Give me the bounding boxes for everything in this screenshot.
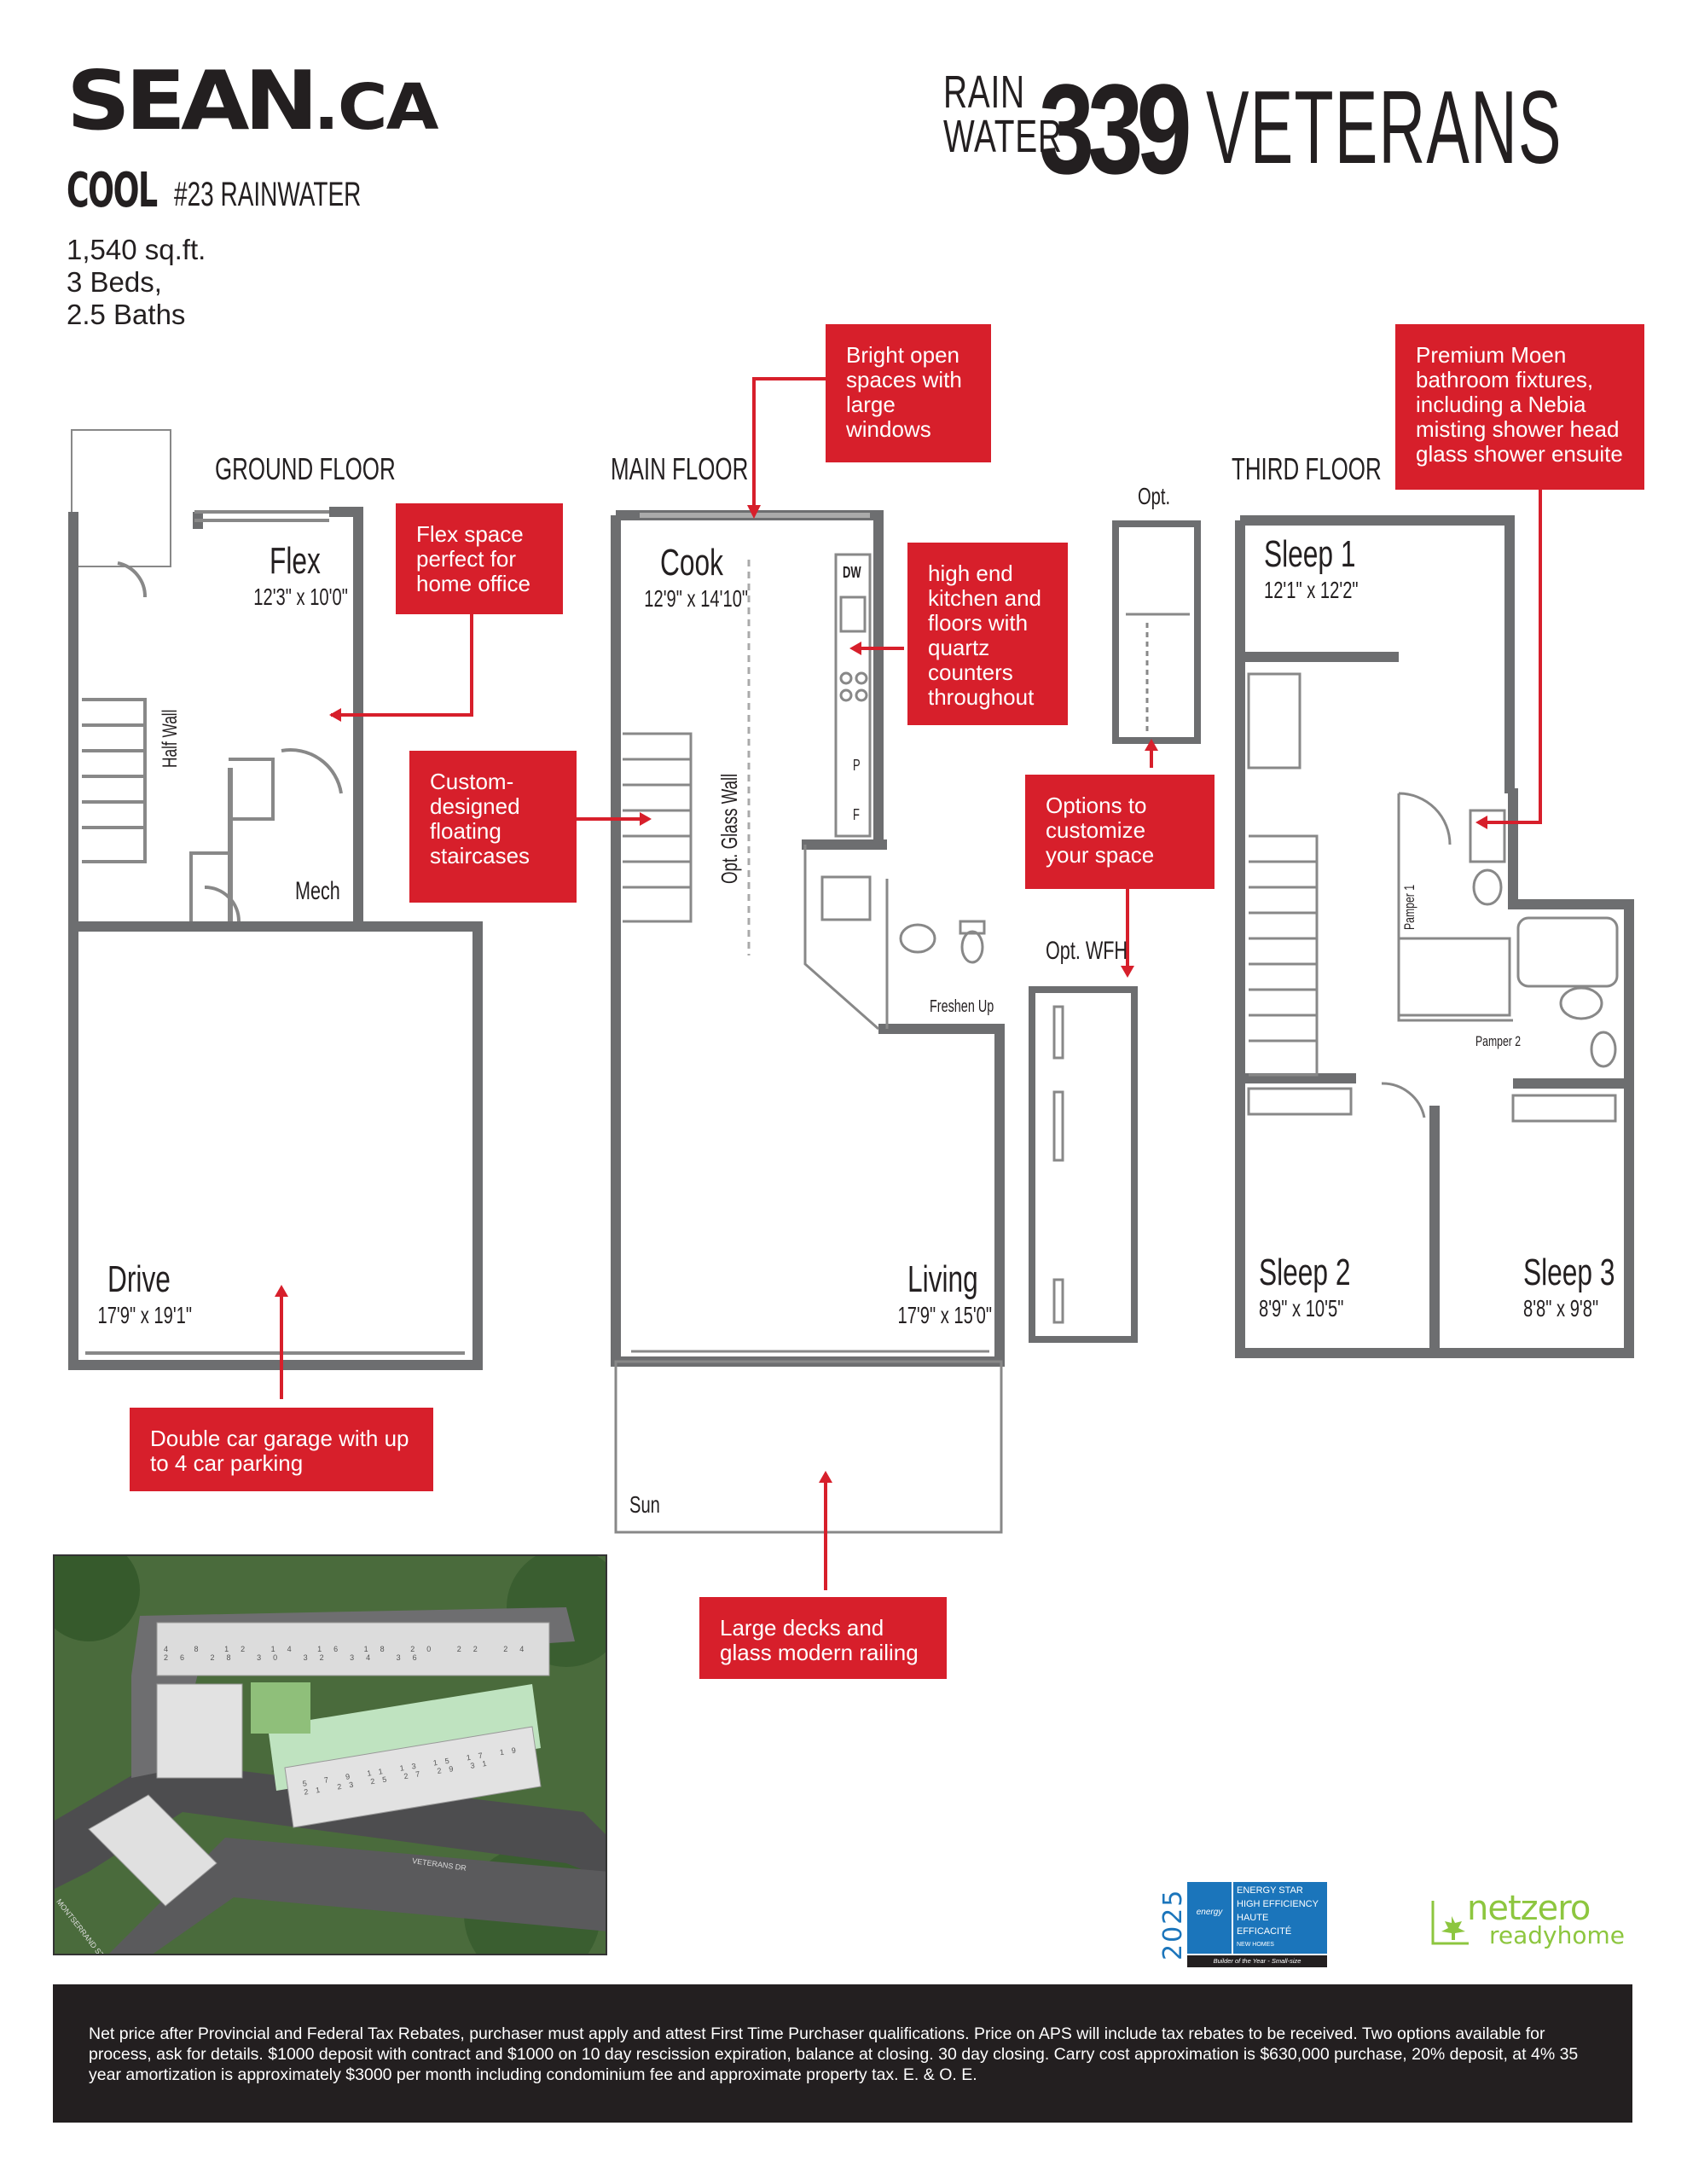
room-living: Living 17'9" x 15'0"	[897, 1258, 992, 1327]
opt-closet-wall	[1112, 520, 1201, 744]
room-sleep1: Sleep 1 12'1" x 12'2"	[1264, 536, 1359, 602]
energy-star-text: ENERGY STAR HIGH EFFICIENCY HAUTE EFFICA…	[1233, 1882, 1327, 1954]
netzero-main: netzero	[1467, 1889, 1591, 1928]
project-street: VETERANS	[1206, 69, 1562, 185]
energy-star-badge: 2025 energy ENERGY STAR HIGH EFFICIENCY …	[1158, 1882, 1349, 1967]
energy-caption: Builder of the Year - Small-size	[1187, 1955, 1327, 1967]
unit-label: 4	[164, 1645, 181, 1653]
maple-leaf-icon	[1431, 1901, 1469, 1945]
spec-beds: 3 Beds,	[67, 266, 162, 298]
unit-label: 12	[224, 1645, 258, 1653]
netzero-sub: readyhome	[1489, 1921, 1626, 1949]
disclaimer-footer: Net price after Provincial and Federal T…	[53, 1984, 1632, 2123]
room-dims: 12'3" x 10'0"	[253, 584, 348, 610]
unit-label: 28	[210, 1653, 243, 1662]
label-glass-wall: Opt. Glass Wall	[716, 773, 742, 884]
room-cook: Cook 12'9" x 14'10"	[644, 542, 748, 611]
project-line2: WATER	[943, 111, 1063, 162]
opt-wfh-wall	[1029, 986, 1138, 1343]
room-dims: 12'9" x 14'10"	[644, 585, 749, 612]
unit-label: 36	[396, 1653, 429, 1662]
unit-label: 22	[456, 1645, 490, 1653]
unit-number: #23 RAINWATER	[174, 176, 362, 213]
unit-label: 26	[164, 1653, 197, 1662]
unit-label: 32	[303, 1653, 336, 1662]
callout-flex-space: Flex space perfect for home office	[396, 503, 563, 614]
energy-line3: HAUTE EFFICACITÉ	[1237, 1913, 1292, 1937]
label-sun: Sun	[629, 1491, 660, 1518]
unit-model: COOL	[67, 163, 158, 218]
unit-specs: 1,540 sq.ft. 3 Beds, 2.5 Baths	[67, 234, 206, 331]
room-drive: Drive 17'9" x 19'1"	[97, 1258, 192, 1327]
project-line1: RAIN	[943, 67, 1025, 118]
energy-logo-text: energy	[1196, 1908, 1223, 1917]
ground-floor-title: GROUND FLOOR	[215, 451, 396, 486]
brand-suffix: .CA	[313, 70, 438, 144]
unit-label: 18	[363, 1645, 397, 1653]
room-name: Cook	[660, 542, 723, 584]
room-dims: 17'9" x 19'1"	[97, 1302, 193, 1328]
room-name: Sleep 2	[1259, 1252, 1351, 1293]
label-dw: DW	[843, 564, 861, 581]
room-sleep3: Sleep 3 8'8" x 9'8"	[1523, 1254, 1615, 1321]
room-dims: 8'8" x 9'8"	[1523, 1295, 1599, 1321]
brand-logo: SEAN.CA	[67, 60, 439, 144]
main-sun-deck	[614, 1360, 1003, 1534]
unit-label: 7	[323, 1774, 337, 1785]
room-sleep2: Sleep 2 8'9" x 10'5"	[1259, 1254, 1350, 1321]
main-floor-title: MAIN FLOOR	[611, 451, 749, 486]
room-dims: 8'9" x 10'5"	[1259, 1295, 1344, 1321]
room-flex: Flex 12'3" x 10'0"	[253, 540, 348, 609]
label-pamper2: Pamper 2	[1475, 1033, 1522, 1049]
site-plan-map: 4 8 12 14 16 18 20 22 24 26 28 30 32 34 …	[53, 1554, 607, 1955]
room-name: Sleep 3	[1523, 1252, 1615, 1293]
third-floor-title: THIRD FLOOR	[1232, 451, 1382, 486]
callout-garage: Double car garage with up to 4 car parki…	[130, 1408, 433, 1491]
netzero-badge: netzero readyhome	[1429, 1887, 1634, 1955]
unit-label: 16	[317, 1645, 351, 1653]
room-dims: 12'1" x 12'2"	[1264, 577, 1359, 603]
brand-main: SEAN	[67, 52, 318, 148]
energy-line4: NEW HOMES	[1237, 1942, 1274, 1948]
energy-year: 2025	[1158, 1888, 1188, 1960]
unit-label: 24	[503, 1645, 536, 1653]
site-units-row1: 4 8 12 14 16 18 20 22 24 26 28 30 32 34 …	[164, 1645, 556, 1662]
site-plan-drawing	[55, 1556, 606, 1954]
unit-label: 20	[410, 1645, 443, 1653]
ground-outer-wall	[68, 507, 483, 1370]
project-number: 339	[1039, 57, 1192, 200]
label-half-wall: Half Wall	[159, 709, 182, 768]
callout-decks: Large decks and glass modern railing	[699, 1597, 947, 1679]
label-freshen-up: Freshen Up	[930, 997, 994, 1016]
room-dims: 17'9" x 15'0"	[897, 1302, 993, 1328]
opt-wfh-label: Opt. WFH	[1046, 937, 1128, 965]
label-p: P	[853, 757, 861, 774]
spec-baths: 2.5 Baths	[67, 299, 186, 330]
callout-kitchen: high end kitchen and floors with quartz …	[907, 543, 1068, 725]
unit-label: 34	[350, 1653, 383, 1662]
spec-area: 1,540 sq.ft.	[67, 234, 206, 265]
room-name: Sleep 1	[1264, 533, 1356, 575]
callout-moen-fixtures: Premium Moen bathroom fixtures, includin…	[1395, 324, 1644, 490]
opt-closet-label: Opt.	[1138, 483, 1171, 509]
ground-entry-porch	[71, 429, 171, 567]
label-mech: Mech	[295, 877, 340, 905]
callout-staircase: Custom-designed floating staircases	[409, 751, 577, 903]
unit-label: 30	[257, 1653, 290, 1662]
callout-options: Options to customize your space	[1025, 775, 1215, 889]
label-f: F	[853, 806, 860, 823]
room-name: Drive	[107, 1258, 171, 1300]
room-name: Flex	[270, 540, 321, 582]
label-pamper1: Pamper 1	[1401, 884, 1417, 930]
callout-bright-spaces: Bright open spaces with large windows	[826, 324, 991, 462]
unit-label: 14	[270, 1645, 304, 1653]
energy-line1: ENERGY STAR	[1237, 1885, 1303, 1896]
energy-star-icon: energy	[1187, 1882, 1232, 1954]
room-name: Living	[907, 1258, 978, 1300]
unit-label: 8	[194, 1645, 211, 1653]
energy-line2: HIGH EFFICIENCY	[1237, 1899, 1319, 1909]
